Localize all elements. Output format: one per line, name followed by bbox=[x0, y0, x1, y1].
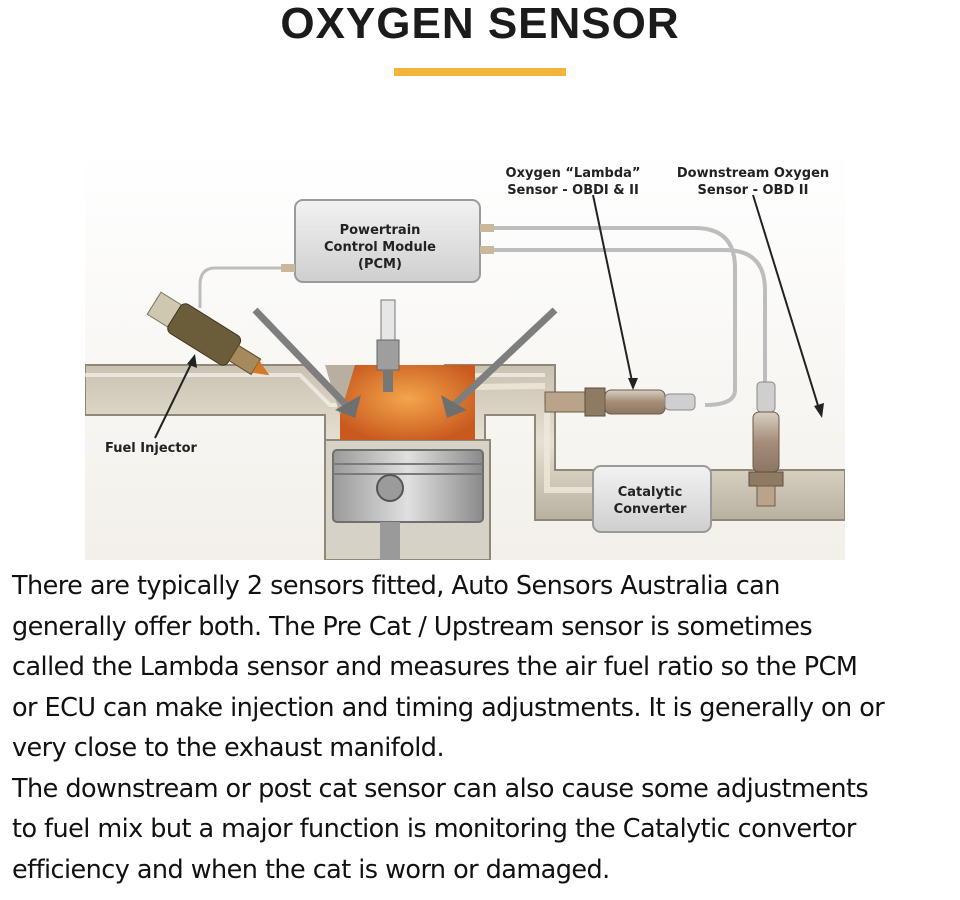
description-line: called the Lambda sensor and measures th… bbox=[12, 652, 858, 682]
pcm-label-line: Control Module bbox=[324, 240, 436, 255]
oxygen-sensor-diagram: Powertrain Control Module (PCM) Oxygen “… bbox=[84, 150, 846, 561]
downstream-sensor-label: Downstream Oxygen Sensor - OBD II bbox=[673, 165, 833, 199]
downstream-sensor-label-line: Sensor - OBD II bbox=[697, 183, 809, 198]
description-line: generally offer both. The Pre Cat / Upst… bbox=[12, 611, 813, 642]
downstream-sensor-label-line: Downstream Oxygen bbox=[676, 166, 830, 181]
catalytic-converter-label-line: Catalytic bbox=[617, 485, 683, 500]
description-line: efficiency and when the cat is worn or d… bbox=[12, 854, 610, 885]
description-line: There are typically 2 sensors fitted, Au… bbox=[12, 571, 780, 601]
description-line: very close to the exhaust manifold. bbox=[12, 733, 445, 763]
description-line: The downstream or post cat sensor can al… bbox=[12, 773, 869, 804]
lambda-sensor-label-line: Oxygen “Lambda” bbox=[505, 166, 641, 181]
lambda-sensor-label-line: Sensor - OBDI & II bbox=[507, 183, 639, 198]
pcm-label: Powertrain Control Module (PCM) bbox=[315, 222, 445, 273]
page-title: OXYGEN SENSOR bbox=[280, 0, 680, 48]
pcm-label-line: Powertrain bbox=[339, 223, 421, 238]
downstream-sensor-shape bbox=[748, 381, 784, 507]
pcm-label-line: (PCM) bbox=[358, 257, 402, 272]
upstream-sensor-shape bbox=[544, 387, 696, 417]
fuel-injector-label: Fuel Injector bbox=[105, 441, 197, 456]
title-underline bbox=[394, 68, 566, 76]
engine-exhaust-illustration bbox=[84, 150, 846, 561]
description-line: to fuel mix but a major function is moni… bbox=[12, 814, 856, 844]
description-text: There are typically 2 sensors fitted, Au… bbox=[12, 566, 960, 890]
lambda-sensor-label: Oxygen “Lambda” Sensor - OBDI & II bbox=[503, 165, 643, 199]
catalytic-converter-label: Catalytic Converter bbox=[600, 484, 700, 518]
catalytic-converter-label-line: Converter bbox=[613, 502, 687, 517]
description-line: or ECU can make injection and timing adj… bbox=[12, 692, 885, 723]
